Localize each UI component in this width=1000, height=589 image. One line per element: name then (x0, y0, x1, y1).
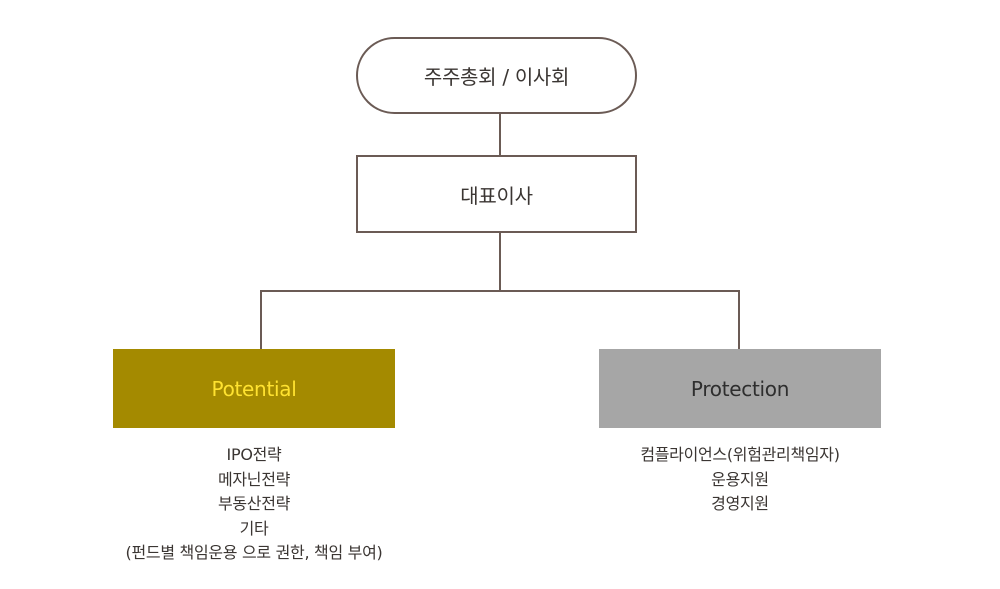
potential-item-list: IPO전략 메자닌전략 부동산전략 기타 (펀드별 책임운용 으로 권한, 책임… (74, 443, 434, 566)
potential-item: 부동산전략 (217, 494, 291, 513)
protection-item: 운용지원 (711, 469, 769, 489)
potential-node: Potential (113, 349, 395, 428)
potential-label: Potential (211, 376, 297, 401)
protection-node: Protection (599, 349, 881, 428)
protection-item: 경영지원 (711, 494, 769, 513)
potential-item: 기타 (239, 518, 269, 538)
ceo-label: 대표이사 (460, 183, 533, 208)
protection-item-list: 컴플라이언스(위험관리책임자) 운용지원 경영지원 (560, 443, 920, 517)
ceo-node: 대표이사 (356, 155, 637, 233)
protection-item: 컴플라이언스(위험관리책임자) (640, 445, 840, 464)
potential-item: IPO전략 (226, 445, 282, 464)
potential-item: 메자닌전략 (217, 469, 291, 489)
shareholders-board-label: 주주총회 / 이사회 (423, 65, 570, 89)
protection-label: Protection (690, 376, 790, 401)
potential-item: (펀드별 책임운용 으로 권한, 책임 부여) (125, 543, 383, 562)
shareholders-board-node: 주주총회 / 이사회 (356, 37, 637, 114)
